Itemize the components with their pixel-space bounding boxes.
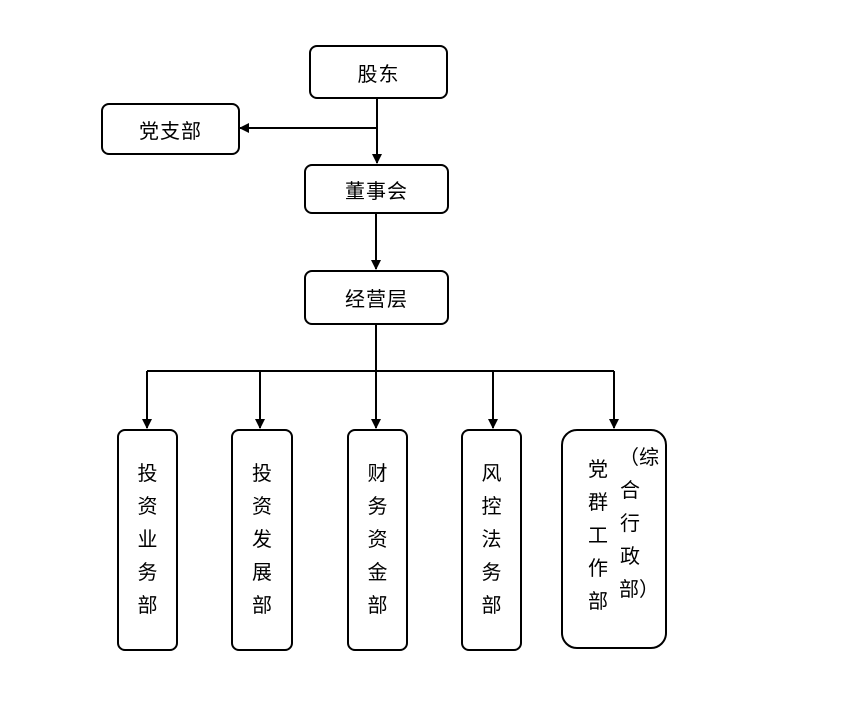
dept-investment-development: 投资发展部	[231, 429, 293, 651]
node-party-branch: 党支部	[101, 103, 240, 155]
node-shareholders-label: 股东	[357, 61, 400, 86]
node-party-branch-label: 党支部	[139, 118, 202, 143]
node-board-label: 董事会	[345, 178, 408, 203]
dept-investment-business-label: 投资业务部	[137, 461, 158, 617]
dept-risk-legal: 风控法务部	[461, 429, 522, 651]
dept-general-admin-label: （综合行政部）	[619, 445, 659, 601]
dept-investment-business: 投资业务部	[117, 429, 178, 651]
node-shareholders: 股东	[309, 45, 448, 99]
dept-party-mass-label: 党群工作部	[588, 457, 608, 613]
node-management: 经营层	[304, 270, 449, 325]
node-board: 董事会	[304, 164, 449, 214]
dept-finance-capital: 财务资金部	[347, 429, 408, 651]
dept-investment-development-label: 投资发展部	[252, 461, 272, 617]
dept-party-mass: 党群工作部 （综合行政部）	[561, 429, 667, 649]
dept-finance-capital-label: 财务资金部	[367, 461, 388, 617]
node-management-label: 经营层	[345, 287, 408, 311]
dept-risk-legal-label: 风控法务部	[481, 461, 502, 617]
